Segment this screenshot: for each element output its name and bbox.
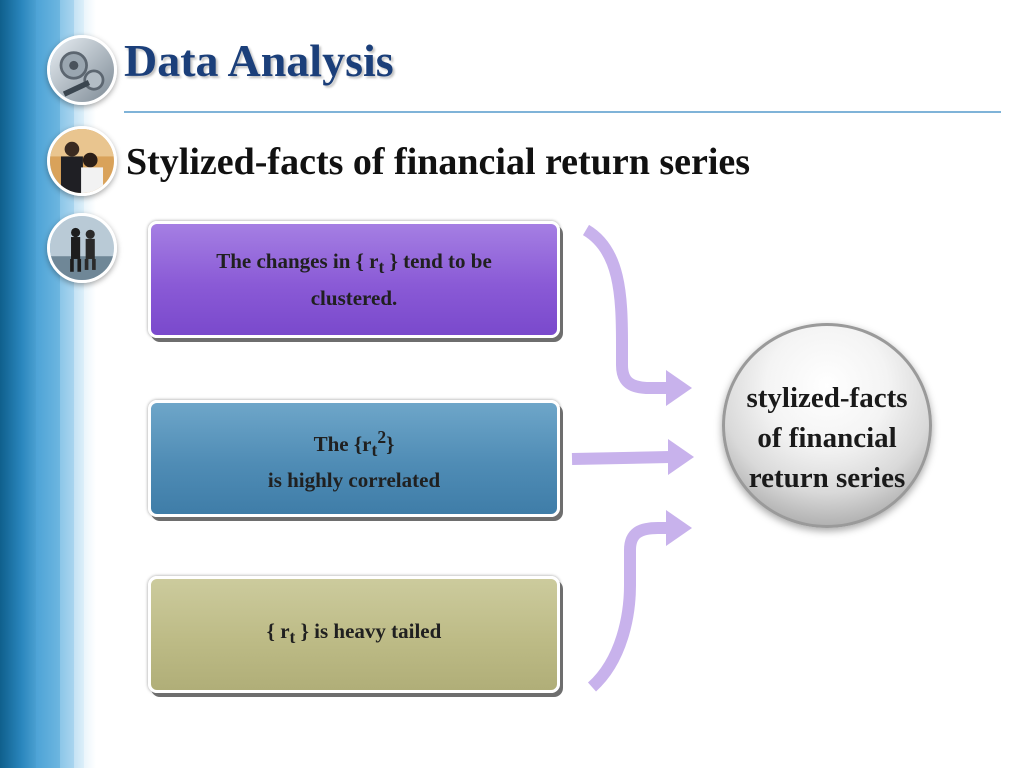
business-people-photo-icon: [47, 126, 117, 196]
gears-photo-icon: [47, 35, 117, 105]
result-sphere: [722, 323, 932, 528]
walking-people-photo-icon: [47, 213, 117, 283]
converging-arrows: [571, 224, 694, 692]
arrow-middle-head: [668, 439, 694, 475]
arrow-bottom-head: [666, 510, 692, 546]
slide-title: Data Analysis: [124, 35, 394, 86]
fact-box-correlated: The {rt2} is highly correlated: [148, 400, 560, 517]
arrow-bottom: [587, 522, 668, 692]
arrow-middle: [571, 451, 671, 465]
arrow-top-head: [666, 370, 692, 406]
fact-box-correlated-line1: The {rt2}: [313, 426, 395, 461]
fact-box-clustered-text: The changes in { rt } tend to be cluster…: [216, 249, 492, 310]
fact-box-clustered: The changes in { rt } tend to be cluster…: [148, 221, 560, 338]
result-sphere-label: stylized-facts of financial return serie…: [746, 382, 908, 494]
fact-box-heavy-tailed-text: { rt } is heavy tailed: [266, 619, 442, 648]
fact-box-correlated-line2: is highly correlated: [267, 468, 441, 493]
fact-box-heavy-tailed: { rt } is heavy tailed: [148, 576, 560, 693]
title-divider: [124, 111, 1001, 113]
fact-box-correlated-text: The {rt2} is highly correlated: [268, 422, 440, 495]
arrow-top: [582, 224, 668, 394]
slide-subtitle: Stylized-facts of financial return serie…: [126, 141, 751, 183]
left-decorative-stripes: [0, 0, 96, 768]
